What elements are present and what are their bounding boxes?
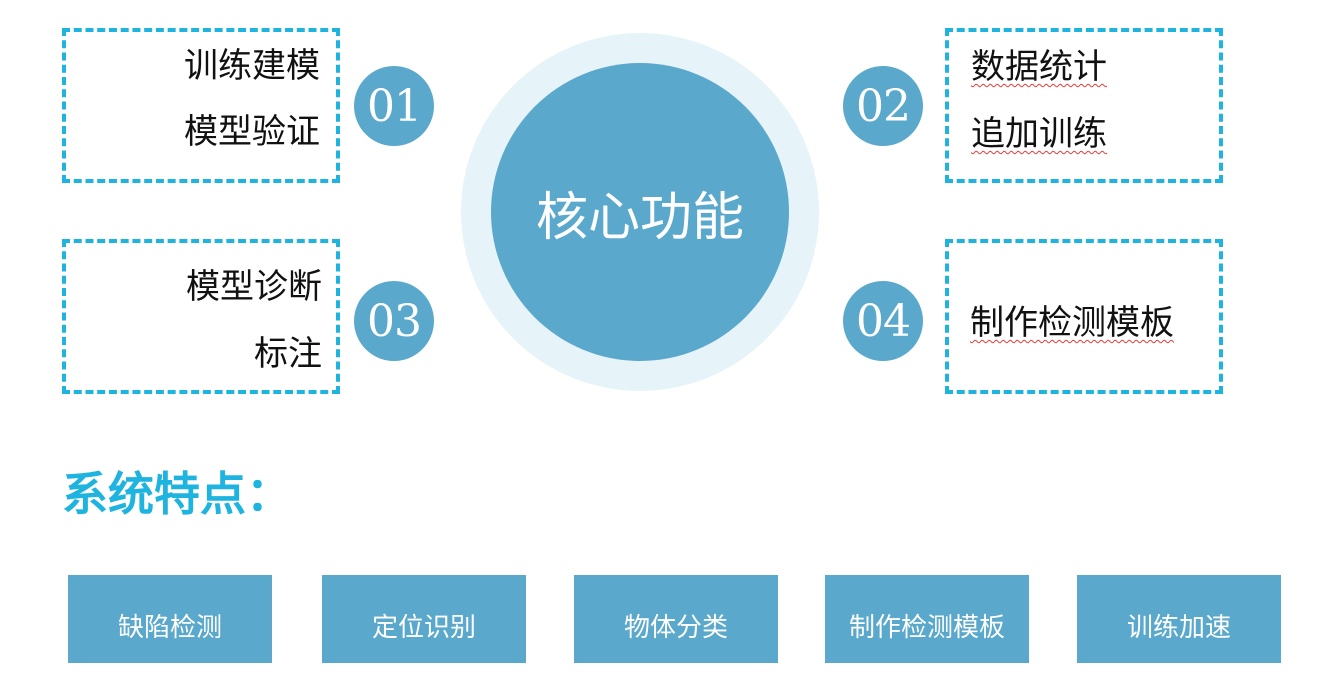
number-badge-01: 01 <box>354 66 434 146</box>
function-01-line-1: 训练建模 <box>184 46 320 86</box>
feature-label: 缺陷检测 <box>117 612 222 643</box>
feature-block: 物体分类 <box>574 575 778 663</box>
feature-label: 制作检测模板 <box>848 612 1005 643</box>
function-box-03 <box>62 239 340 394</box>
feature-label: 物体分类 <box>623 612 728 643</box>
core-circle: 核心功能 <box>491 63 789 361</box>
function-03-line-2: 标注 <box>254 334 322 374</box>
feature-label: 训练加速 <box>1126 612 1231 643</box>
number-badge-02: 02 <box>843 66 923 146</box>
function-01-line-2: 模型验证 <box>184 112 320 152</box>
feature-label: 定位识别 <box>371 612 476 643</box>
function-04-line-1: 制作检测模板 <box>970 303 1174 343</box>
function-box-01 <box>62 28 340 183</box>
function-02-line-1: 数据统计 <box>971 47 1107 87</box>
feature-block: 定位识别 <box>322 575 526 663</box>
features-heading: 系统特点： <box>62 467 292 521</box>
function-box-04 <box>945 239 1223 394</box>
feature-block: 缺陷检测 <box>68 575 272 663</box>
number-badge-03: 03 <box>354 281 434 361</box>
feature-block: 制作检测模板 <box>825 575 1029 663</box>
function-02-line-2: 追加训练 <box>971 114 1107 154</box>
feature-block: 训练加速 <box>1077 575 1281 663</box>
function-box-02 <box>945 28 1223 183</box>
number-badge-04: 04 <box>843 281 923 361</box>
function-03-line-1: 模型诊断 <box>186 267 322 307</box>
core-label: 核心功能 <box>535 187 744 248</box>
